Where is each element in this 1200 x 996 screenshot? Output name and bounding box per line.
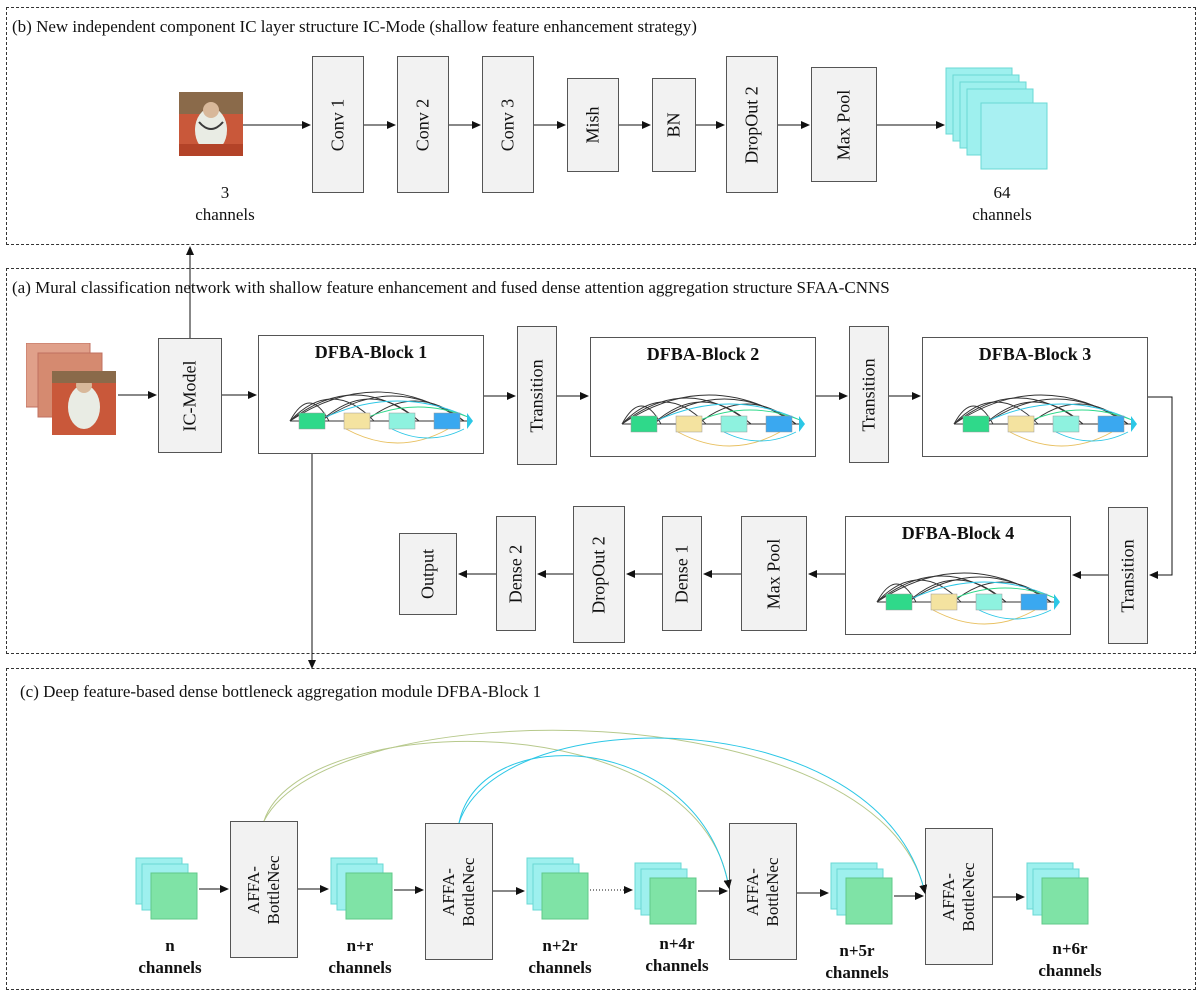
mini-feature-box	[1007, 415, 1035, 433]
dfba-block-1: DFBA-Block 1	[258, 335, 484, 454]
mini-dark-curve	[876, 575, 1007, 603]
output-layer: Output	[399, 533, 457, 615]
mini-dark-curve	[289, 402, 330, 422]
mini-feature-box	[388, 412, 416, 430]
conv1-layer: Conv 1	[312, 56, 364, 193]
dfba-block-2: DFBA-Block 2	[590, 337, 816, 457]
mini-diagram-block-1	[289, 391, 473, 444]
bottleneck-2: AFFA-BottleNec	[425, 823, 493, 960]
transition-1: Transition	[517, 326, 557, 465]
mini-feature-box	[1052, 415, 1080, 433]
mini-end-marker	[1131, 416, 1137, 432]
dfba-block-4: DFBA-Block 4	[845, 516, 1071, 635]
mini-dark-curve	[621, 397, 752, 425]
feature-stack-nr-icon	[330, 857, 393, 920]
mini-feature-box	[343, 412, 371, 430]
mini-yellow-curve	[677, 431, 781, 447]
dense2-layer: Dense 2	[496, 516, 536, 631]
mini-cyan-lower-curve	[978, 609, 1052, 620]
mish-layer: Mish	[567, 78, 619, 172]
ic-model-layer: IC-Model	[158, 338, 222, 453]
mini-cyan-lower-curve	[391, 428, 465, 439]
mini-cyan-lower-curve	[1055, 431, 1129, 442]
mini-feature-box	[1020, 593, 1048, 611]
panel-b-title: (b) New independent component IC layer s…	[12, 17, 697, 36]
mini-cyan-curve	[989, 403, 1133, 421]
mini-dark-curve	[289, 394, 420, 422]
panel-c-title: (c) Deep feature-based dense bottleneck …	[20, 682, 542, 701]
panel-c	[6, 668, 1196, 990]
mini-cyan-curve	[325, 400, 469, 418]
mural-thumbnail-icon	[179, 92, 243, 156]
mini-dark-curve	[953, 397, 1084, 425]
panel-a	[6, 268, 1196, 654]
output-channels-label: 64 channels	[972, 183, 1032, 224]
panel-b	[6, 7, 1196, 245]
mini-diagram-block-3	[953, 394, 1137, 447]
mini-feature-box	[765, 415, 793, 433]
mini-end-marker	[467, 413, 473, 429]
feature-stack-n6r-icon	[1026, 862, 1089, 925]
mini-yellow-curve	[932, 609, 1036, 625]
mini-feature-box	[433, 412, 461, 430]
mini-feature-box	[720, 415, 748, 433]
mini-feature-box	[1097, 415, 1125, 433]
maxpool-layer: Max Pool	[811, 67, 877, 182]
transition-3: Transition	[1108, 507, 1148, 644]
mini-feature-box	[975, 593, 1003, 611]
mini-dark-curve	[953, 405, 994, 425]
conv3-layer: Conv 3	[482, 56, 534, 193]
bottleneck-4: AFFA-BottleNec	[925, 828, 993, 965]
mini-dark-curve	[876, 583, 917, 603]
bottleneck-1: AFFA-BottleNec	[230, 821, 298, 958]
dense1-layer: Dense 1	[662, 516, 702, 631]
skip-curve-bn2-to-bn4	[458, 737, 928, 894]
input-channels-label: 3 channels	[195, 183, 255, 224]
skip-curve-bn1-to-bn3	[263, 740, 732, 889]
transition-2: Transition	[849, 326, 889, 463]
maxpool-tail-layer: Max Pool	[741, 516, 807, 631]
mini-diagram-block-4	[876, 572, 1060, 625]
skip-curve-bn2-to-bn3	[458, 755, 732, 889]
bn-layer: BN	[652, 78, 696, 172]
arrow-a-block3-trans3	[1148, 396, 1173, 579]
mural-stack-icon	[26, 343, 116, 435]
conv2-layer: Conv 2	[397, 56, 449, 193]
mini-feature-box	[675, 415, 703, 433]
mini-cyan-lower-curve	[723, 431, 797, 442]
mini-cyan-curve	[657, 403, 801, 421]
feature-stack-n-icon	[135, 857, 198, 920]
mini-yellow-curve	[1009, 431, 1113, 447]
mini-yellow-curve	[345, 428, 449, 444]
skip-curve-bn1-to-bn4	[263, 729, 928, 894]
bottleneck-3: AFFA-BottleNec	[729, 823, 797, 960]
dfba-block-3: DFBA-Block 3	[922, 337, 1148, 457]
feature-stack-n4r-icon	[634, 862, 697, 925]
mini-feature-box	[962, 415, 990, 433]
mini-cyan-curve	[912, 581, 1056, 599]
feature-stack-n2r-icon	[526, 857, 589, 920]
dropout2-tail-layer: DropOut 2	[573, 506, 625, 643]
mini-diagram-block-2	[621, 394, 805, 447]
mini-feature-box	[630, 415, 658, 433]
output-feature-stack-icon	[945, 67, 1048, 170]
dropout2-layer: DropOut 2	[726, 56, 778, 193]
mini-end-marker	[799, 416, 805, 432]
mini-feature-box	[298, 412, 326, 430]
feature-stack-n5r-icon	[830, 862, 893, 925]
mini-feature-box	[885, 593, 913, 611]
mini-feature-box	[930, 593, 958, 611]
mini-end-marker	[1054, 594, 1060, 610]
mini-dark-curve	[621, 405, 662, 425]
panel-a-title: (a) Mural classification network with sh…	[12, 278, 890, 297]
